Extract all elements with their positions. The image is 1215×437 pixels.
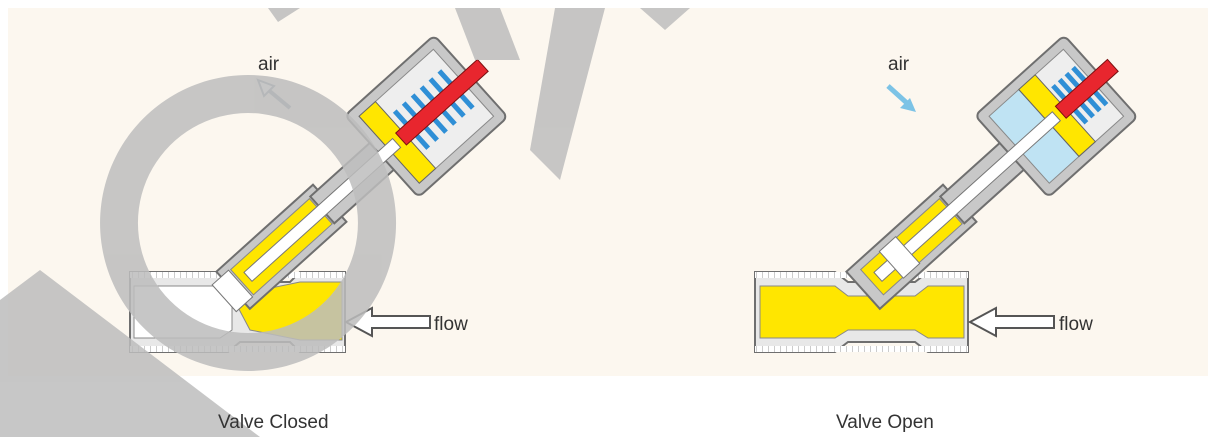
valve-open-actuator bbox=[826, 25, 1149, 332]
valve-open-air-arrow bbox=[888, 86, 916, 112]
valve-closed-flow-label: flow bbox=[434, 314, 468, 335]
valve-open-air-label: air bbox=[888, 54, 910, 75]
valve-open-illustration: air flow bbox=[755, 25, 1150, 352]
valve-closed-air-label: air bbox=[258, 54, 280, 75]
valve-open-flow-arrow bbox=[970, 308, 1054, 336]
valve-closed-caption: Valve Closed bbox=[218, 412, 329, 434]
valve-closed-actuator bbox=[187, 25, 519, 340]
valve-closed-air-arrow bbox=[258, 80, 290, 108]
valve-open-flow-label: flow bbox=[1059, 314, 1093, 335]
valve-open-caption: Valve Open bbox=[836, 412, 934, 434]
valve-closed-flow-arrow bbox=[346, 308, 430, 336]
valve-closed-illustration: air flow bbox=[130, 25, 520, 352]
